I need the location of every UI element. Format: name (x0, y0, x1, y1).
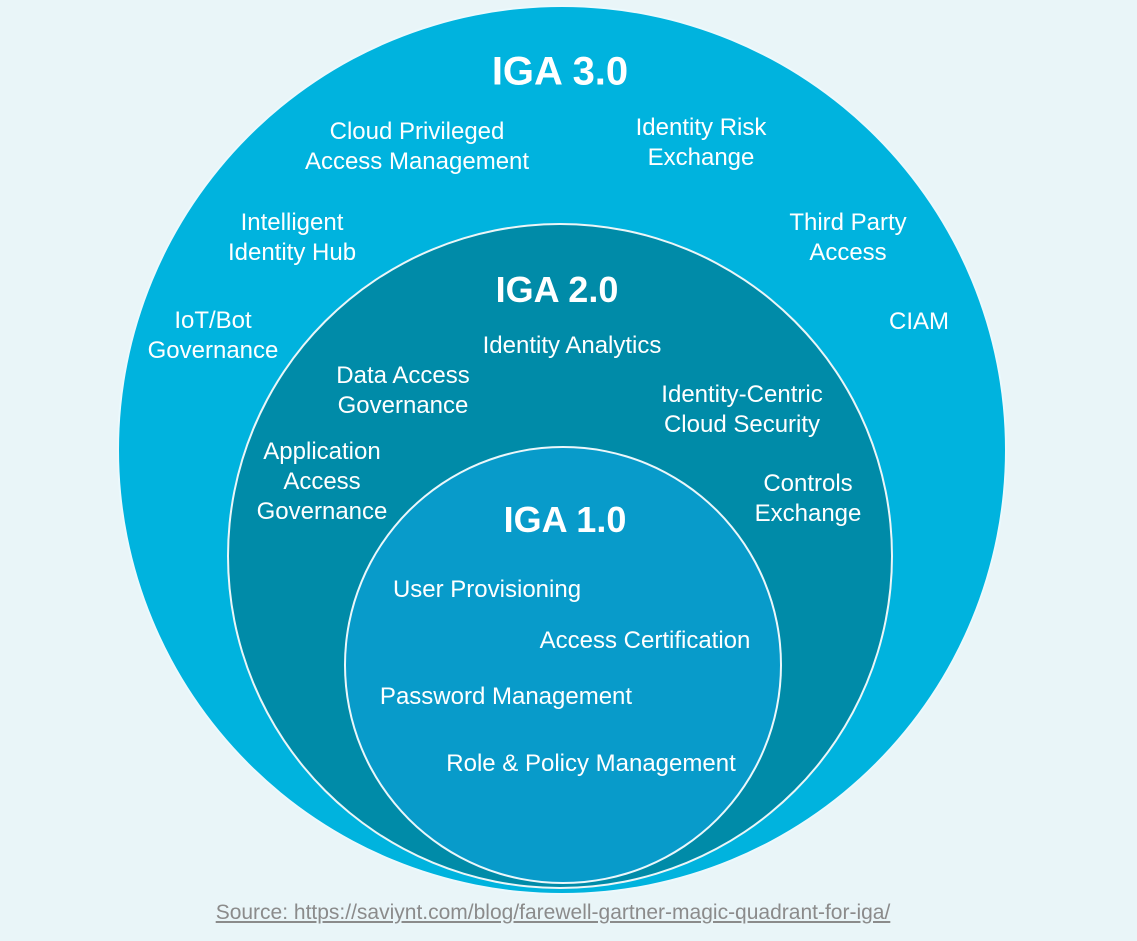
label-identity-centric-cloud-security: Identity-Centric Cloud Security (661, 381, 823, 438)
label-iot-bot-governance: IoT/Bot Governance (147, 307, 279, 364)
label-third-party-access: Third Party Access (789, 209, 907, 266)
label-user-provisioning: User Provisioning (392, 576, 582, 603)
label-password-management: Password Management (379, 683, 633, 710)
label-application-access-governance: Application Access Governance (256, 438, 388, 525)
label-data-access-governance: Data Access Governance (336, 362, 470, 419)
label-identity-risk-exchange: Identity Risk Exchange (635, 114, 767, 171)
label-intelligent-identity-hub: Intelligent Identity Hub (227, 209, 357, 266)
label-identity-analytics: Identity Analytics (482, 332, 662, 359)
source-link[interactable]: Source: https://saviynt.com/blog/farewel… (215, 901, 891, 924)
label-role-policy-management: Role & Policy Management (446, 750, 736, 777)
iga1-title: IGA 1.0 (503, 499, 627, 540)
circle-iga1 (344, 446, 782, 884)
label-cloud-privileged-access-management: Cloud Privileged Access Management (304, 118, 530, 175)
label-access-certification: Access Certification (539, 627, 751, 654)
label-controls-exchange: Controls Exchange (754, 470, 862, 527)
iga2-title: IGA 2.0 (495, 269, 619, 310)
iga3-title: IGA 3.0 (491, 49, 629, 94)
label-ciam: CIAM (889, 308, 949, 335)
